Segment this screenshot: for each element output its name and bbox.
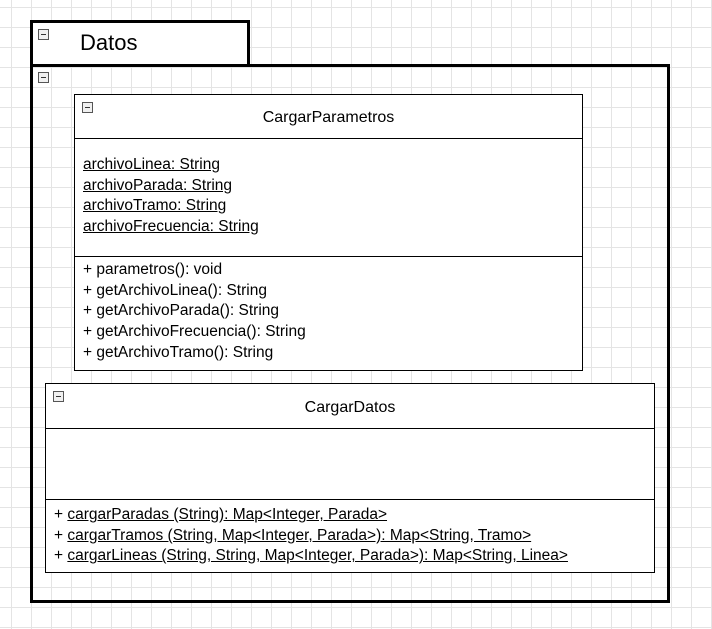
package-collapse-icon[interactable] [38,29,49,40]
operation: + getArchivoParada(): String [83,302,279,320]
name-separator [46,428,654,429]
operation-list: + cargarParadas (String): Map<Integer, P… [54,505,568,567]
operation: + cargarTramos (String, Map<Integer, Par… [54,526,568,547]
attribute: archivoLinea: String [83,156,220,173]
operation-visibility: + [54,506,68,523]
operation-list: + parametros(): void + getArchivoLinea()… [83,260,306,363]
operation: + parametros(): void [83,261,223,278]
class-collapse-icon[interactable] [53,391,64,402]
attribute: archivoParada: String [83,176,233,194]
attribute-separator [75,256,582,257]
operation-visibility: + [54,547,68,565]
attribute: archivoTramo: String [83,197,227,215]
operation-signature: cargarTramos (String, Map<Integer, Parad… [67,526,532,544]
package-tab [30,20,250,66]
class-cargar-datos[interactable]: CargarDatos + cargarParadas (String): Ma… [45,383,655,573]
operation: + getArchivoFrecuencia(): String [83,323,306,341]
operation: + cargarParadas (String): Map<Integer, P… [54,505,568,526]
class-collapse-icon[interactable] [82,102,93,113]
operation-visibility: + [54,526,68,544]
class-cargar-parametros[interactable]: CargarParametros archivoLinea: String ar… [74,94,583,371]
operation-signature: cargarParadas (String): Map<Integer, Par… [67,506,388,523]
operation: + getArchivoLinea(): String [83,281,267,299]
class-name: CargarParametros [262,109,395,126]
operation: + cargarLineas (String, String, Map<Inte… [54,546,568,567]
operation: + getArchivoTramo(): String [83,343,274,361]
package-frame [30,64,670,603]
class-name: CargarDatos [304,399,396,416]
name-separator [75,138,582,139]
operation-signature: cargarLineas (String, String, Map<Intege… [67,547,568,565]
package-body-collapse-icon[interactable] [38,72,49,83]
attribute-separator [46,499,654,500]
package-name: Datos [80,30,138,55]
attribute: archivoFrecuencia: String [83,218,259,236]
attribute-list: archivoLinea: String archivoParada: Stri… [83,155,259,238]
